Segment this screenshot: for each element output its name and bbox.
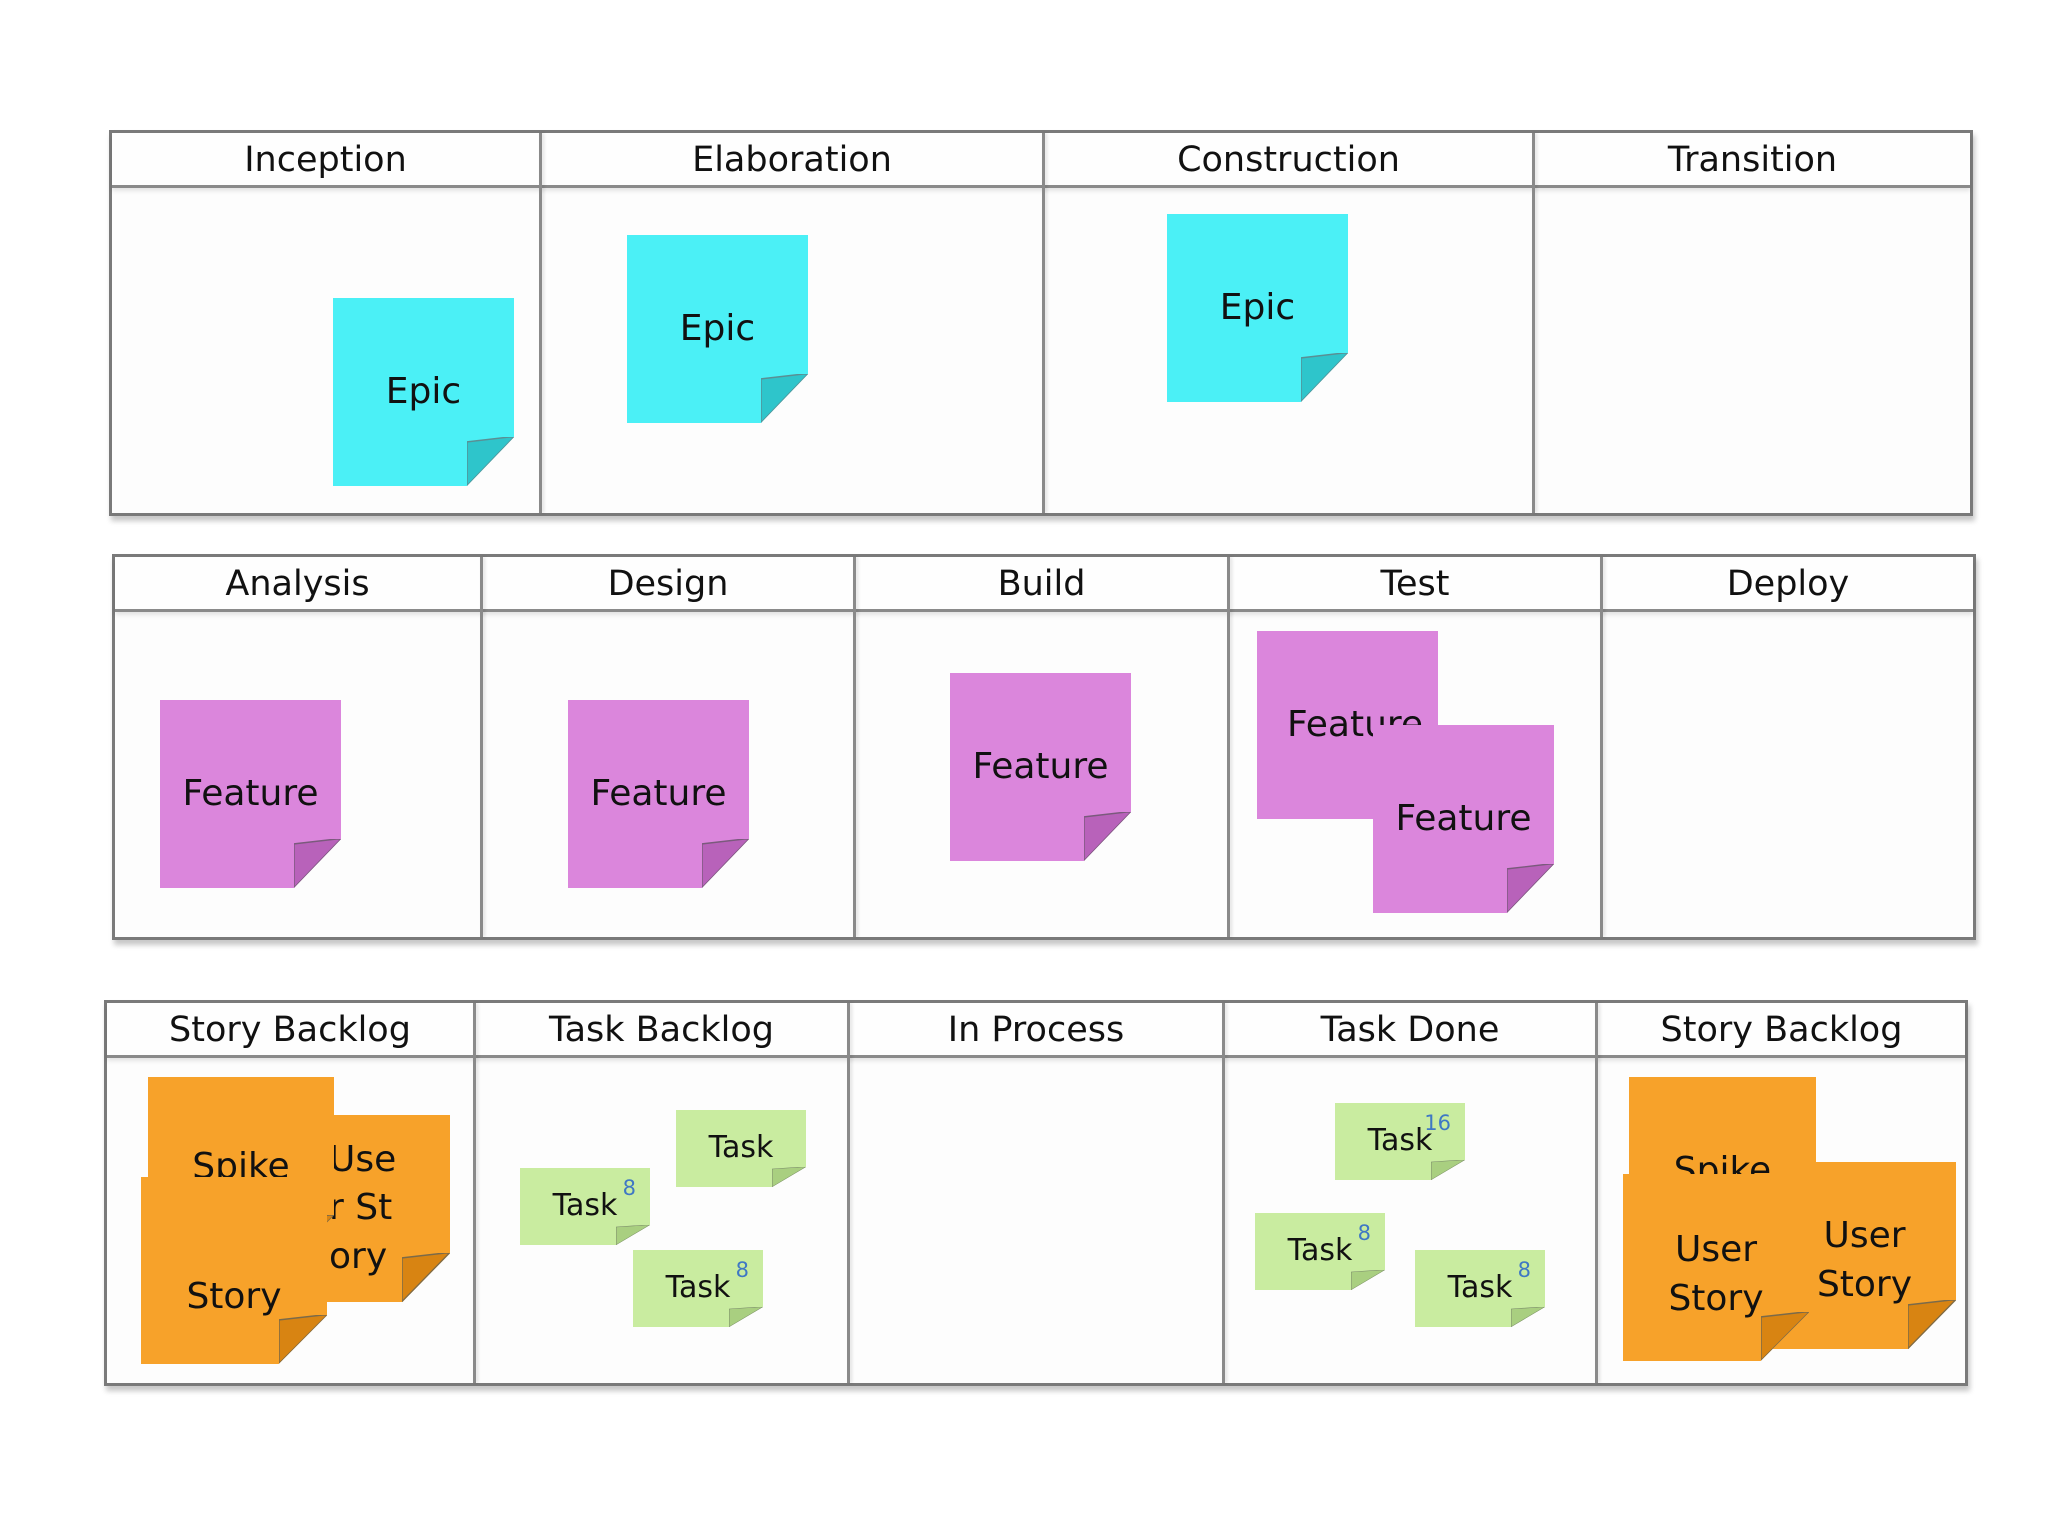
- task-note[interactable]: Task: [676, 1110, 806, 1187]
- column-divider: [1042, 133, 1045, 513]
- task-note[interactable]: Task 8: [520, 1168, 650, 1245]
- note-label: Feature: [182, 772, 319, 814]
- column-header-inception: Inception: [244, 140, 407, 180]
- column-header-construction: Construction: [1177, 140, 1400, 180]
- task-note[interactable]: Task 8: [633, 1250, 763, 1327]
- note-label: User Story: [1668, 1229, 1764, 1319]
- feature-note[interactable]: Feature: [1373, 725, 1554, 913]
- epic-note[interactable]: Epic: [1167, 214, 1348, 402]
- column-divider: [539, 133, 542, 513]
- note-label: Story: [186, 1276, 282, 1317]
- column-header-design: Design: [607, 564, 729, 604]
- estimate-badge: 8: [735, 1258, 749, 1282]
- note-label: User Story: [1816, 1215, 1913, 1305]
- column-header-test: Test: [1380, 564, 1450, 604]
- column-header-story-backlog-2: Story Backlog: [1660, 1010, 1903, 1050]
- column-divider: [473, 1003, 476, 1383]
- phase-board-header: Inception Elaboration Construction Trans…: [112, 133, 1970, 188]
- story-note[interactable]: Story: [141, 1177, 327, 1364]
- column-divider: [1222, 1003, 1225, 1383]
- note-label: Task: [708, 1130, 774, 1166]
- note-label: Task: [552, 1188, 618, 1224]
- note-label: User Story: [329, 1138, 397, 1277]
- note-label: Feature: [590, 772, 727, 814]
- feature-board-header: Analysis Design Build Test Deploy: [115, 557, 1973, 612]
- estimate-badge: 8: [1357, 1221, 1371, 1245]
- note-label: Epic: [1219, 286, 1296, 328]
- estimate-badge: 8: [622, 1176, 636, 1200]
- column-header-task-backlog: Task Backlog: [549, 1010, 774, 1050]
- task-note[interactable]: Task 16: [1335, 1103, 1465, 1180]
- column-header-story-backlog: Story Backlog: [169, 1010, 411, 1050]
- note-label: Task: [665, 1270, 731, 1306]
- column-header-elaboration: Elaboration: [692, 140, 892, 180]
- column-divider: [1600, 557, 1603, 937]
- epic-note[interactable]: Epic: [627, 235, 808, 423]
- note-label: Task: [1447, 1270, 1513, 1306]
- task-note[interactable]: Task 8: [1415, 1250, 1545, 1327]
- estimate-badge: 16: [1424, 1111, 1451, 1135]
- note-label: Task: [1367, 1123, 1433, 1159]
- column-divider: [1532, 133, 1535, 513]
- column-header-task-done: Task Done: [1320, 1010, 1500, 1050]
- note-label: Epic: [679, 307, 756, 349]
- feature-note[interactable]: Feature: [568, 700, 749, 888]
- column-header-deploy: Deploy: [1726, 564, 1850, 604]
- feature-note[interactable]: Feature: [160, 700, 341, 888]
- column-divider: [1227, 557, 1230, 937]
- epic-note[interactable]: Epic: [333, 298, 514, 486]
- column-header-transition: Transition: [1667, 140, 1838, 180]
- task-board-header: Story Backlog Task Backlog In Process Ta…: [107, 1003, 1965, 1058]
- column-divider: [853, 557, 856, 937]
- note-label: Feature: [1395, 797, 1532, 839]
- column-divider: [480, 557, 483, 937]
- estimate-badge: 8: [1517, 1258, 1531, 1282]
- note-label: Task: [1287, 1233, 1353, 1269]
- column-header-in-process: In Process: [947, 1010, 1125, 1050]
- task-note[interactable]: Task 8: [1255, 1213, 1385, 1290]
- column-header-analysis: Analysis: [225, 564, 370, 604]
- note-label: Epic: [385, 370, 462, 412]
- column-divider: [847, 1003, 850, 1383]
- feature-note[interactable]: Feature: [950, 673, 1131, 861]
- column-header-build: Build: [997, 564, 1086, 604]
- story-note[interactable]: User Story: [1623, 1174, 1809, 1361]
- note-label: Feature: [972, 745, 1109, 787]
- column-divider: [1595, 1003, 1598, 1383]
